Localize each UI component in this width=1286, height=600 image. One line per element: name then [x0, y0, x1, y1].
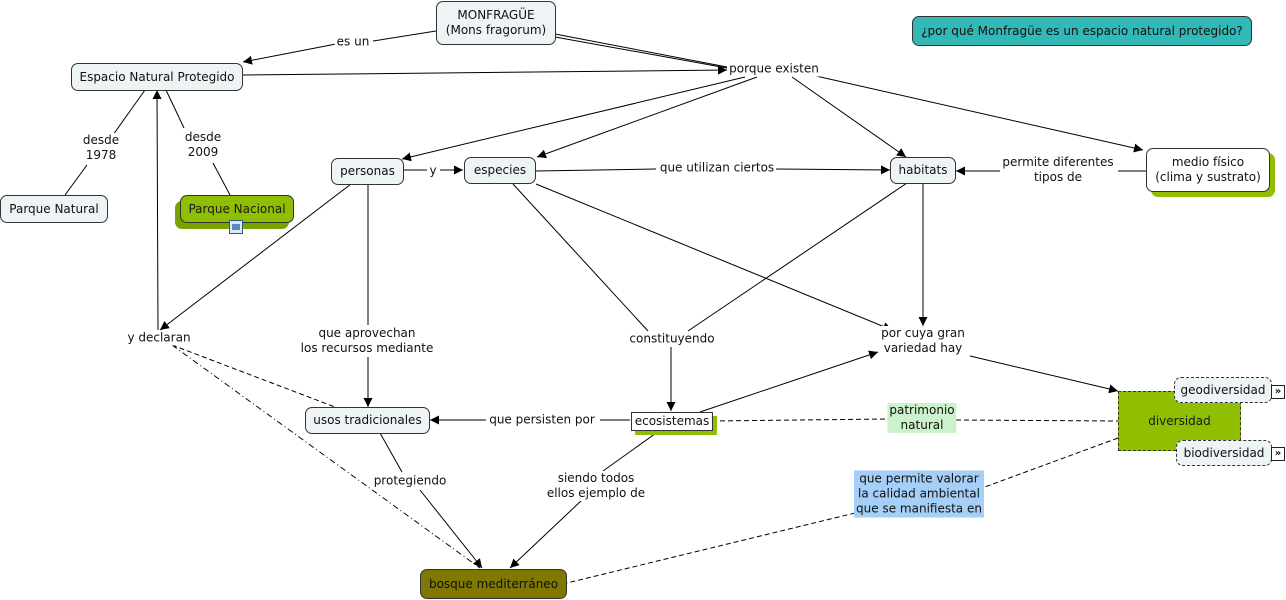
- concept-parque-nacional[interactable]: Parque Nacional: [180, 195, 294, 223]
- concept-usos-tradicionales[interactable]: usos tradicionales: [305, 407, 430, 434]
- concept-habitats[interactable]: habitats: [890, 157, 956, 184]
- concept-bosque-mediterraneo[interactable]: bosque mediterráneo: [420, 569, 567, 599]
- concept-personas[interactable]: personas: [331, 158, 404, 185]
- link-patrimonio-natural[interactable]: patrimonio natural: [887, 403, 957, 433]
- concept-ecosistemas[interactable]: ecosistemas: [631, 412, 713, 431]
- image-resource-icon[interactable]: [229, 220, 243, 234]
- link-desde-1978[interactable]: desde 1978: [80, 133, 122, 163]
- link-que-permite-valorar[interactable]: que permite valorar la calidad ambiental…: [854, 470, 984, 518]
- concept-especies[interactable]: especies: [464, 157, 536, 184]
- concept-espacio-natural-protegido[interactable]: Espacio Natural Protegido: [71, 63, 243, 91]
- link-por-cuya-gran-variedad[interactable]: por cuya gran variedad hay: [879, 326, 967, 356]
- link-constituyendo[interactable]: constituyendo: [627, 331, 717, 347]
- link-es-un[interactable]: es un: [334, 34, 372, 50]
- link-que-utilizan-ciertos[interactable]: que utilizan ciertos: [657, 160, 777, 176]
- double-chevron-right-icon[interactable]: »: [1271, 447, 1285, 461]
- link-protegiendo[interactable]: protegiendo: [371, 473, 449, 489]
- link-que-aprovechan[interactable]: que aprovechan los recursos mediante: [298, 326, 436, 356]
- link-y[interactable]: y: [427, 163, 439, 179]
- concept-geodiversidad[interactable]: geodiversidad: [1174, 377, 1272, 403]
- concept-parque-natural[interactable]: Parque Natural: [0, 195, 108, 223]
- double-chevron-right-icon[interactable]: »: [1271, 385, 1285, 399]
- concept-medio-fisico[interactable]: medio físico (clima y sustrato): [1146, 148, 1270, 192]
- link-y-declaran[interactable]: y declaran: [125, 330, 193, 346]
- link-desde-2009[interactable]: desde 2009: [182, 130, 224, 160]
- link-permite-diferentes[interactable]: permite diferentes tipos de: [1000, 155, 1116, 185]
- link-siendo-todos[interactable]: siendo todos ellos ejemplo de: [544, 471, 648, 501]
- link-porque-existen[interactable]: porque existen: [727, 61, 821, 77]
- concept-biodiversidad[interactable]: biodiversidad: [1176, 440, 1272, 466]
- focus-question[interactable]: ¿por qué Monfragüe es un espacio natural…: [912, 16, 1252, 46]
- concept-monfrague[interactable]: MONFRAGÜE (Mons fragorum): [436, 1, 556, 45]
- link-que-persisten-por[interactable]: que persisten por: [487, 412, 597, 428]
